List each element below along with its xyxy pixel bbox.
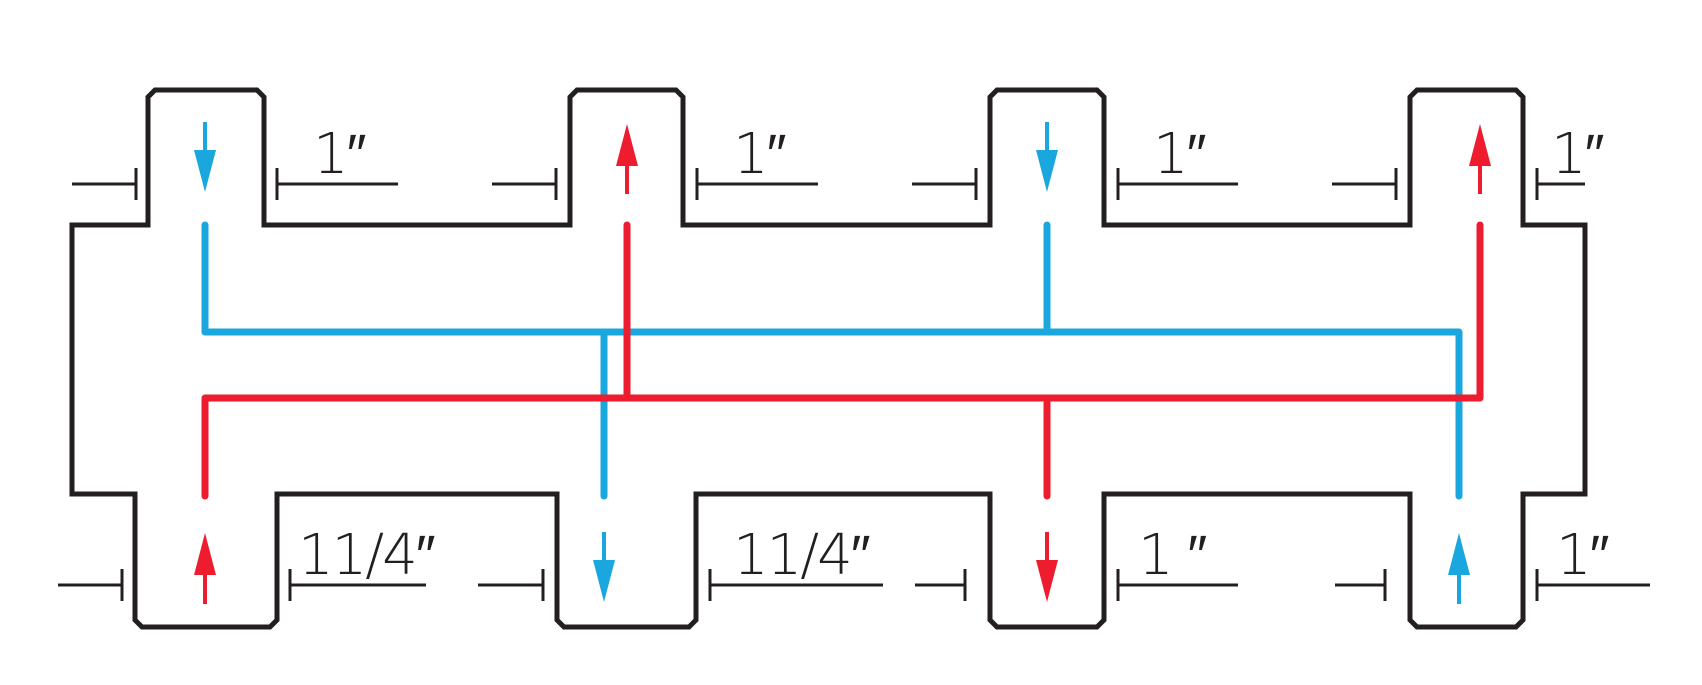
bottom-dimension-lines xyxy=(58,569,1650,601)
bottom-port-2-size: 11/4″ xyxy=(733,523,870,588)
top-dimension-lines xyxy=(72,168,1585,200)
top-port-2-arrow xyxy=(616,124,638,194)
top-port-4-size: 1″ xyxy=(1551,122,1604,187)
top-port-3-arrow xyxy=(1036,122,1058,192)
top-port-3-size: 1″ xyxy=(1153,122,1206,187)
bottom-port-4-arrow xyxy=(1448,533,1470,604)
bottom-port-2-arrow xyxy=(593,532,615,602)
bottom-port-1-arrow xyxy=(194,533,216,604)
bottom-port-1-size: 11/4″ xyxy=(298,523,435,588)
hot-channel xyxy=(201,221,1484,500)
manifold-outline xyxy=(69,87,1588,630)
top-port-2-size: 1″ xyxy=(733,122,786,187)
bottom-port-3-size: 1 ″ xyxy=(1138,523,1206,588)
top-port-1-arrow xyxy=(194,122,216,192)
bottom-port-4-size: 1″ xyxy=(1556,523,1609,588)
top-port-1-size: 1″ xyxy=(313,122,366,187)
top-port-4-arrow xyxy=(1469,124,1491,194)
bottom-port-3-arrow xyxy=(1036,532,1058,602)
cold-channel xyxy=(201,221,1463,500)
